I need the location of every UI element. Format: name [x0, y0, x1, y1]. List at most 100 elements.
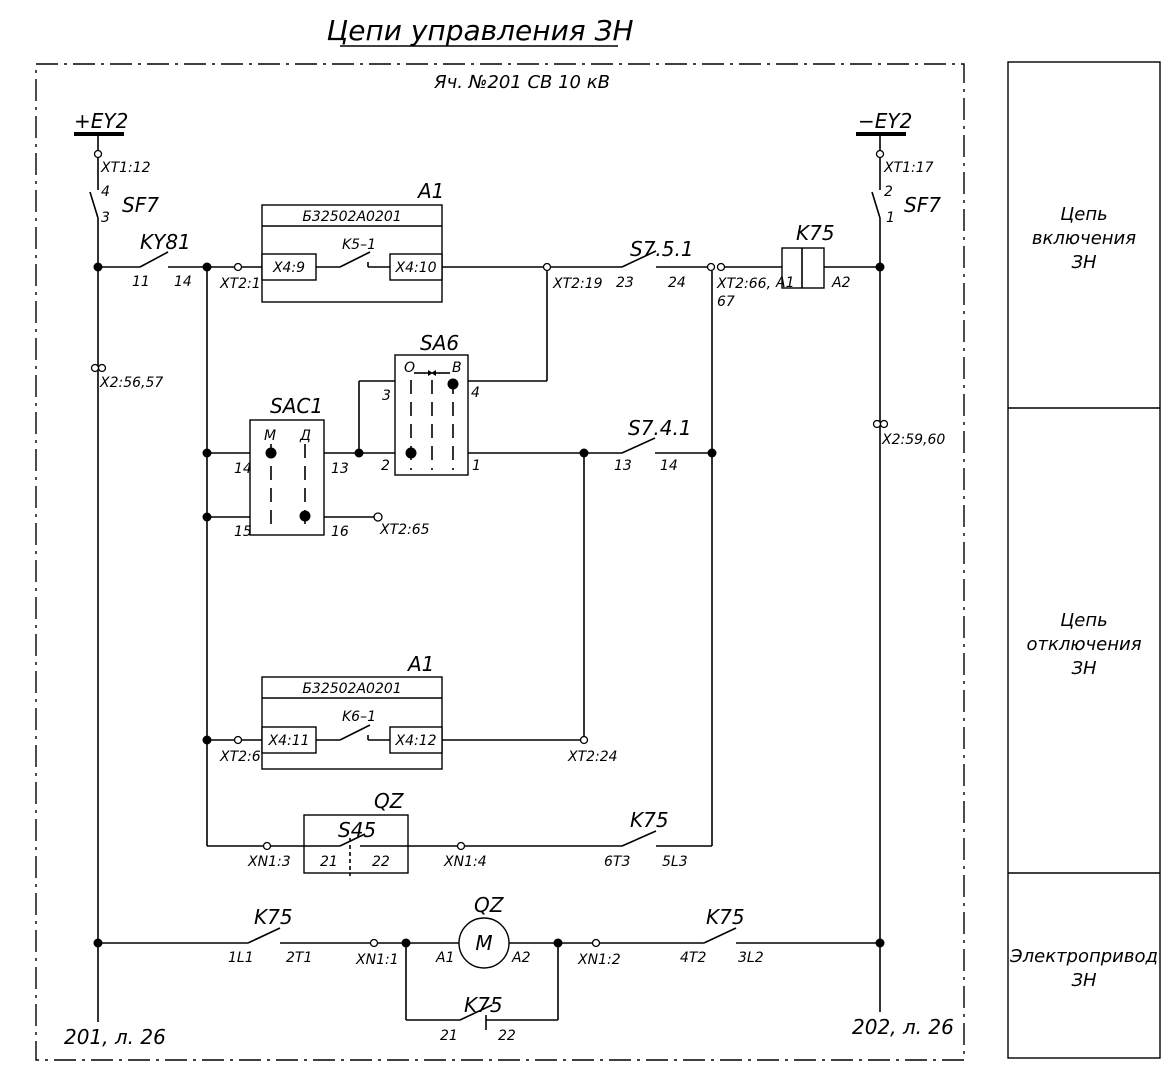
- a1-top-pin-out: X4:10: [394, 260, 436, 276]
- s7-5-1-label: S7.5.1: [630, 237, 694, 261]
- sa6-pin-4: 4: [471, 385, 480, 401]
- ref-right: 202, л. 26: [852, 1015, 954, 1039]
- k75-right-label: K75: [706, 905, 745, 929]
- sf7-left-label: SF7: [122, 193, 159, 217]
- junction: [401, 938, 411, 948]
- panel-open-line1: Цепь: [1060, 610, 1107, 631]
- sac1-contact-dot: [299, 510, 311, 522]
- ref-left: 201, л. 26: [64, 1025, 166, 1049]
- motor-letter: М: [475, 931, 492, 955]
- sa6-contact-dot: [405, 447, 417, 459]
- diagram-title: Цепи управления ЗН: [326, 14, 633, 47]
- k6-1-label: K6–1: [342, 709, 376, 725]
- junction: [202, 448, 212, 458]
- xt2-1-label: XT2:1: [219, 276, 261, 292]
- terminal-xt2-65: [373, 512, 383, 522]
- k75-bypass-pin-22: 22: [498, 1028, 516, 1044]
- a1-bottom-pin-out: X4:12: [394, 733, 436, 749]
- k75-mid-pin-6t3: 6T3: [604, 854, 630, 870]
- s7-5-1-pin-24: 24: [668, 275, 686, 291]
- junction: [202, 735, 212, 745]
- junction: [579, 448, 589, 458]
- sac1-pos-d: Д: [299, 428, 311, 444]
- a1-bottom-pin-in: X4:11: [267, 733, 309, 749]
- k75-mid-label: K75: [630, 808, 669, 832]
- junction: [202, 512, 212, 522]
- motor-row-wiring: [98, 927, 880, 1030]
- k75-left-pin-1l1: 1L1: [228, 950, 254, 966]
- junction: [93, 938, 103, 948]
- a1-bottom-code: Б32502А0201: [302, 681, 401, 697]
- terminal-xt1-12: [93, 149, 103, 159]
- xt1-17-label: XT1:17: [883, 160, 934, 176]
- s45-label: S45: [338, 818, 376, 842]
- xt2-66-label: XT2:66,: [716, 276, 771, 292]
- panel-drive-line1: Электропривод: [1009, 946, 1158, 967]
- xn1-1-label: XN1:1: [355, 952, 399, 968]
- terminal-xt2-1: [233, 262, 243, 272]
- panel-open-line3: ЗН: [1071, 658, 1097, 679]
- sf7-right-pin-2: 2: [884, 184, 893, 200]
- side-panel: [1007, 61, 1161, 1059]
- sa6-contact-dot: [447, 378, 459, 390]
- s7-4-1-label: S7.4.1: [628, 416, 692, 440]
- motor-label: QZ: [474, 893, 505, 917]
- motor-symbol: [458, 917, 510, 969]
- sac1-pos-m: М: [264, 428, 276, 444]
- row1-wiring: [98, 250, 880, 268]
- motor-pin-a2: A2: [511, 950, 531, 966]
- left-rail: [89, 134, 99, 1022]
- x2-56-label: X2:56,57: [99, 375, 163, 391]
- xt2-65-label: XT2:65: [379, 522, 430, 538]
- sa6-pin-1: 1: [472, 458, 481, 474]
- terminal-x2-56: [90, 363, 100, 373]
- qz-s45-box: [303, 814, 409, 874]
- ky81-pin-11: 11: [132, 274, 150, 290]
- sa6-pin-3: 3: [382, 388, 391, 404]
- a1-top-pin-in: X4:9: [272, 260, 305, 276]
- panel-close-line2: включения: [1032, 228, 1136, 249]
- sac1-switch: [249, 419, 325, 536]
- cell-frame: [35, 63, 965, 1061]
- a1-bottom-label: A1: [406, 652, 434, 676]
- sa6-pos-o: О: [404, 360, 415, 376]
- k75-coil-pin-a1: A1: [775, 275, 794, 291]
- terminal-xn1-4: [456, 841, 466, 851]
- panel-open-line2: отключения: [1026, 634, 1141, 655]
- sa6-pos-v: В: [452, 360, 462, 376]
- panel-close-line3: ЗН: [1071, 252, 1097, 273]
- xt2-24-label: XT2:24: [567, 749, 618, 765]
- k75-coil-pin-a2: A2: [831, 275, 851, 291]
- terminal-xt2-24: [579, 735, 589, 745]
- k5-1-label: K5–1: [342, 237, 376, 253]
- cell-label: Яч. №201 СВ 10 кВ: [433, 72, 610, 93]
- terminal-xn1-1: [369, 938, 379, 948]
- k75-right-pin-4t2: 4T2: [680, 950, 706, 966]
- sa6-pin-2: 2: [381, 458, 390, 474]
- panel-drive-line2: ЗН: [1071, 970, 1097, 991]
- xn1-2-label: XN1:2: [577, 952, 621, 968]
- bus-plus-label: +EY2: [74, 109, 128, 133]
- a1-top-code: Б32502А0201: [302, 209, 401, 225]
- terminal-xt2-19: [542, 262, 552, 272]
- terminal-xn1-3: [262, 841, 272, 851]
- s7-5-1-pin-23: 23: [616, 275, 634, 291]
- junction: [875, 938, 885, 948]
- k75-mid-pin-5l3: 5L3: [662, 854, 688, 870]
- ky81-pin-14: 14: [174, 274, 192, 290]
- right-rail: [871, 134, 881, 1012]
- xt1-12-label: XT1:12: [100, 160, 151, 176]
- xt2-67-label: 67: [717, 294, 735, 310]
- terminal-xt2-66: [706, 262, 716, 272]
- terminal-x2-59: [872, 419, 882, 429]
- sac1-pin-13: 13: [331, 461, 349, 477]
- ky81-label: KY81: [140, 230, 191, 254]
- junction: [875, 262, 885, 272]
- terminal-xn1-2: [591, 938, 601, 948]
- row4-wiring: [207, 830, 712, 847]
- k75-coil: [781, 247, 825, 289]
- k75-left-pin-2t1: 2T1: [286, 950, 312, 966]
- k75-left-label: K75: [254, 905, 293, 929]
- sf7-right-label: SF7: [904, 193, 941, 217]
